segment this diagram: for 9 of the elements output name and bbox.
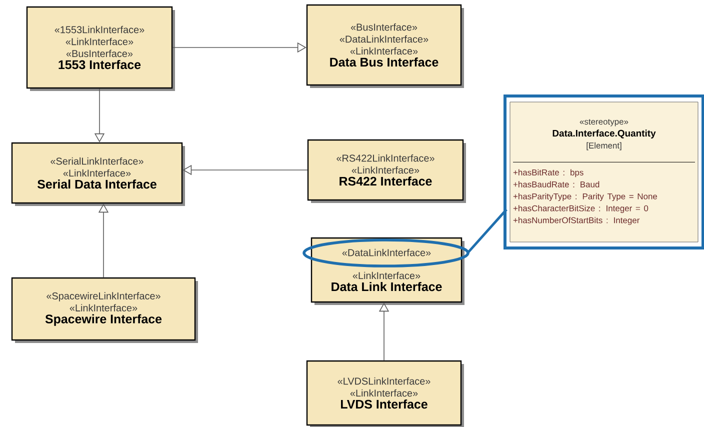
class-box: «SerialLinkInterface» «LinkInterface» Serial Data Interface: [11, 142, 185, 206]
class-box: «SpacewireLinkInterface» «LinkInterface» Spacewire Interface: [11, 277, 198, 343]
class-box: «1553LinkInterface» «LinkInterface» «BusInterface» 1553 Interface: [26, 6, 175, 91]
class-box: «BusInterface» «DataLinkInterface» «LinkInterface» Data Bus Interface: [306, 4, 464, 88]
connector: [467, 208, 508, 254]
class-box: «DataLinkInterface» «LinkInterface» Data Link Interface: [310, 237, 464, 305]
class-box: «LVDSLinkInterface» «LinkInterface» LVDS Interface: [306, 360, 464, 427]
stereotype-box: «stereotype» Data.Interface.Quantity [Element] +hasBitRate : bps +hasBaudRate : Baud +hasParityType : Parity Type = None +hasCharacterBitSize : Integer = 0 +hasNumberOfStartBits : Integer: [504, 94, 704, 250]
class-box: «RS422LinkInterface» «LinkInterface» RS422 Interface: [307, 139, 466, 203]
